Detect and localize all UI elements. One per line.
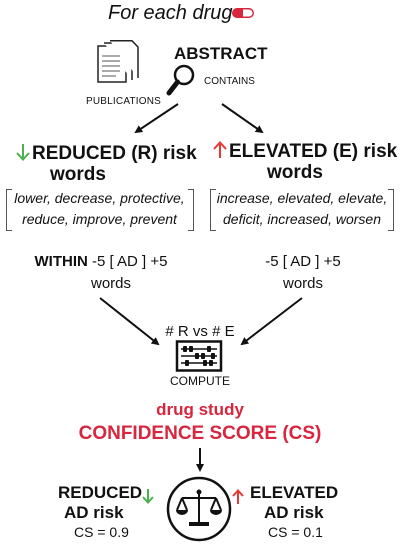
elevated-words-bracket-right	[388, 189, 394, 231]
reduced-heading: REDUCED (R) risk words	[16, 143, 197, 185]
abacus-icon	[175, 340, 223, 372]
elevated-words-line1: increase, elevated, elevate,	[216, 190, 388, 206]
red-up-arrow-icon	[213, 141, 227, 158]
green-down-arrow-icon	[16, 144, 30, 161]
compute-label: COMPUTE	[170, 374, 230, 388]
reduced-words-list: lower, decrease, protective, reduce, imp…	[8, 188, 191, 230]
publications-label: PUBLICATIONS	[86, 96, 162, 107]
reduced-words-line1: lower, decrease, protective,	[14, 190, 185, 206]
reduced-window-range: -5 [ AD ] +5	[92, 253, 168, 270]
elevated-heading-line2: words	[267, 162, 323, 183]
abstract-label: ABSTRACT	[174, 44, 268, 63]
elevated-ad-line1: ELEVATED	[250, 483, 339, 502]
compare-label: # R vs # E	[165, 323, 235, 340]
elevated-window-unit: words	[282, 275, 323, 292]
elevated-heading: ELEVATED (E) risk words	[213, 141, 397, 183]
elevated-heading-line1: ELEVATED (E) risk	[229, 141, 398, 162]
documents-icon	[97, 40, 139, 83]
reduced-ad-line1: REDUCED	[58, 483, 143, 502]
elevated-words-line2: deficit, increased, worsen	[223, 211, 381, 227]
contains-label: CONTAINS	[204, 76, 255, 87]
reduced-words-bracket-left	[6, 189, 12, 231]
green-down-arrow-icon	[142, 489, 154, 504]
reduced-window-unit: words	[90, 275, 131, 292]
pill-icon	[232, 8, 254, 18]
reduced-ad-risk: REDUCED AD risk	[58, 483, 158, 523]
reduced-ad-line2: AD risk	[64, 503, 124, 522]
reduced-words-line2: reduce, improve, prevent	[22, 211, 177, 227]
reduced-heading-line2: words	[50, 164, 106, 185]
drug-study-label: drug study	[156, 400, 244, 419]
reduced-heading-line1: REDUCED (R) risk	[32, 143, 197, 164]
diagram-title: For each drug	[108, 2, 233, 24]
elevated-cs-value: CS = 0.1	[268, 524, 323, 540]
elevated-words-list: increase, elevated, elevate, deficit, in…	[212, 188, 392, 230]
red-up-arrow-icon	[232, 489, 244, 504]
reduced-words-bracket-right	[188, 189, 194, 231]
within-label: WITHIN	[34, 253, 88, 270]
elevated-window: -5 [ AD ] +5 words	[228, 251, 378, 295]
confidence-score-label: CONFIDENCE SCORE (CS)	[78, 423, 322, 444]
elevated-words-bracket-left	[210, 189, 216, 231]
elevated-ad-line2: AD risk	[264, 503, 324, 522]
balance-scale-icon	[166, 476, 232, 542]
magnifier-icon	[166, 64, 195, 96]
elevated-window-range: -5 [ AD ] +5	[265, 253, 341, 270]
reduced-window: WITHIN -5 [ AD ] +5 words	[8, 251, 194, 295]
reduced-cs-value: CS = 0.9	[74, 524, 129, 540]
elevated-ad-risk: ELEVATED AD risk	[232, 483, 360, 523]
